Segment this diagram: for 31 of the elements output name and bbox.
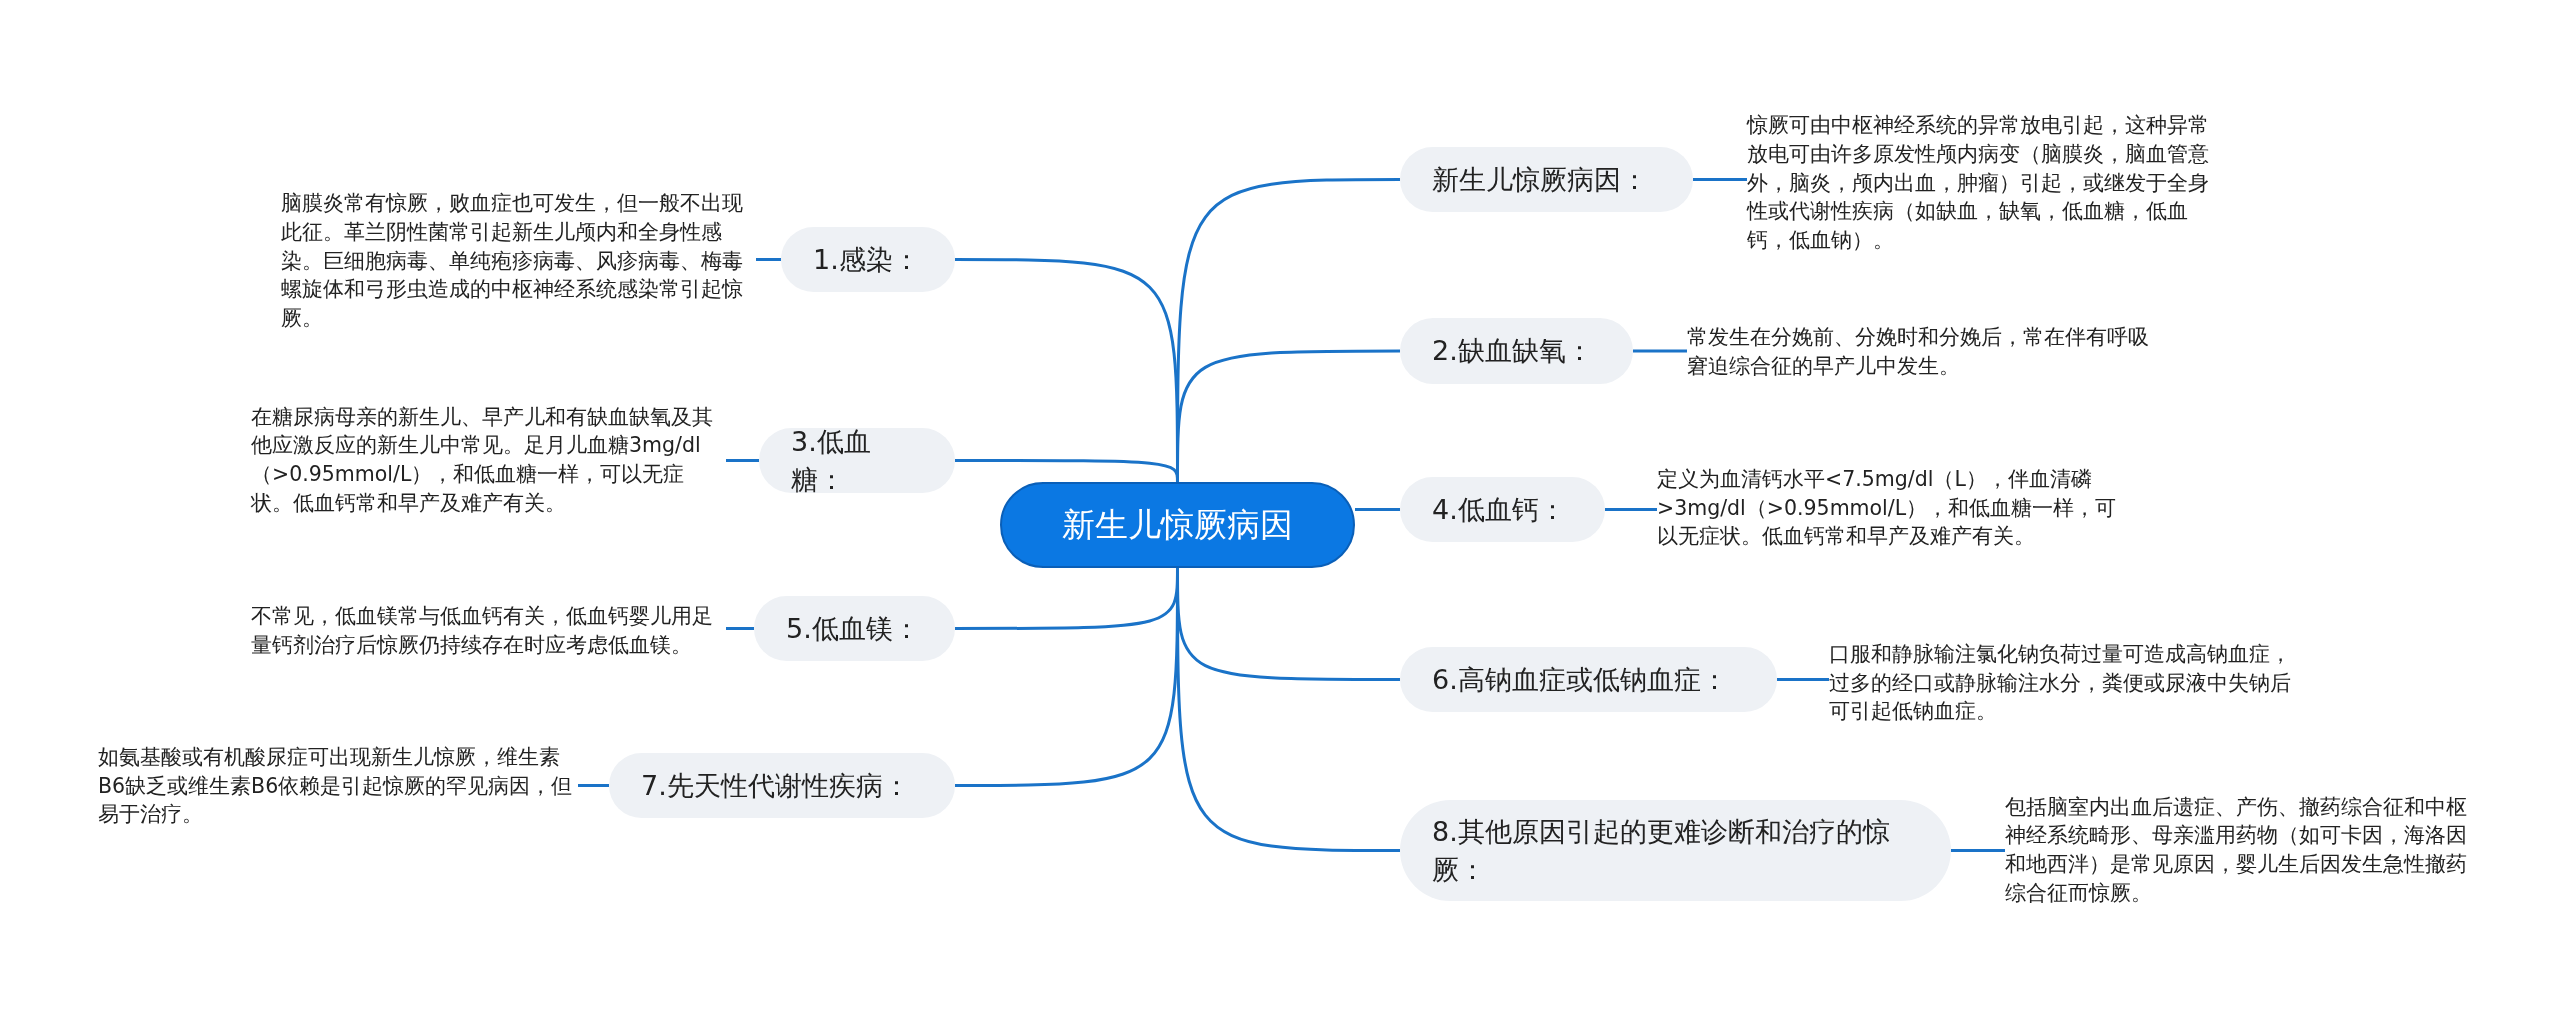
- connector-line: [1355, 508, 1400, 511]
- connector-line: [756, 258, 781, 261]
- note-text: 定义为血清钙水平<7.5mg/dl（L），伴血清磷>3mg/dl（>0.95mmol/L），和低血糖一样，可以无症状。低血钙常和早产及难产有关。: [1657, 448, 2132, 568]
- note-text: 不常见，低血镁常与低血钙有关，低血钙婴儿用足量钙剂治疗后惊厥仍持续存在时应考虑低血镁。: [251, 585, 726, 677]
- note-text: 包括脑室内出血后遗症、产伤、撤药综合征和中枢神经系统畸形、母亲滥用药物（如可卡因，海洛因和地西泮）是常见原因，婴儿生后因发生急性撤药综合征而惊厥。: [2005, 790, 2485, 910]
- branch-topic: 8.其他原因引起的更难诊断和治疗的惊厥：: [1400, 800, 1951, 901]
- note-text: 惊厥可由中枢神经系统的异常放电引起，这种异常放电可由许多原发性颅内病变（脑膜炎，脑血管意外，脑炎，颅内出血，肿瘤）引起，或继发于全身性或代谢性疾病（如缺血，缺氧，低血糖，低血钙，低血钠）。: [1747, 108, 2227, 258]
- connector-line: [578, 784, 609, 787]
- note-text: 在糖尿病母亲的新生儿、早产儿和有缺血缺氧及其他应激反应的新生儿中常见。足月儿血糖3mg/dl（>0.95mmol/L），和低血糖一样，可以无症状。低血钙常和早产及难产有关。: [251, 400, 726, 520]
- branch-topic: 5.低血镁：: [754, 596, 955, 661]
- branch-topic: 3.低血糖：: [759, 428, 955, 493]
- connector-line: [726, 627, 754, 630]
- note-text: 如氨基酸或有机酸尿症可出现新生儿惊厥，维生素B6缺乏或维生素B6依赖是引起惊厥的罕见病因，但易于治疗。: [98, 740, 578, 832]
- connector-line: [1777, 678, 1829, 681]
- connector-line: [1633, 349, 1687, 353]
- note-text: 口服和静脉输注氯化钠负荷过量可造成高钠血症，过多的经口或静脉输注水分，粪便或尿液中失钠后可引起低钠血症。: [1829, 637, 2309, 729]
- connector-line: [1693, 178, 1747, 181]
- branch-topic: 2.缺血缺氧：: [1400, 318, 1633, 384]
- branch-topic: 1.感染：: [781, 227, 955, 292]
- connector-line: [726, 459, 759, 462]
- connector-line: [1951, 849, 2005, 852]
- connector-line: [1605, 508, 1657, 511]
- branch-topic: 6.高钠血症或低钠血症：: [1400, 647, 1777, 712]
- note-text: 常发生在分娩前、分娩时和分娩后，常在伴有呼吸窘迫综合征的早产儿中发生。: [1687, 320, 2167, 384]
- note-text: 脑膜炎常有惊厥，败血症也可发生，但一般不出现此征。革兰阴性菌常引起新生儿颅内和全身性感染。巨细胞病毒、单纯疱疹病毒、风疹病毒、梅毒螺旋体和弓形虫造成的中枢神经系统感染常引起惊厥。: [281, 186, 756, 336]
- branch-topic: 新生儿惊厥病因：: [1400, 147, 1693, 212]
- branch-topic: 7.先天性代谢性疾病：: [609, 753, 955, 818]
- branch-topic: 4.低血钙：: [1400, 477, 1605, 542]
- connector-line: [955, 459, 1179, 483]
- central-topic: 新生儿惊厥病因: [1000, 482, 1355, 568]
- connector-line: [1176, 568, 1400, 852]
